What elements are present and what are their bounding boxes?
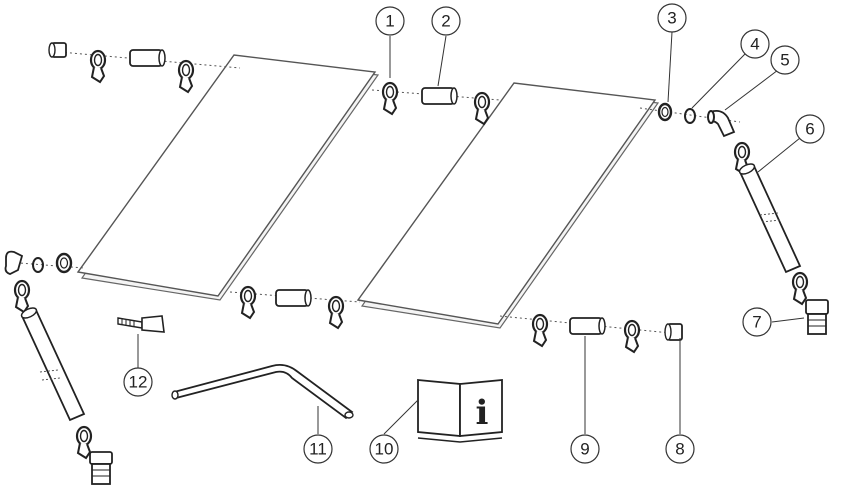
gasket-ring-icon [32, 257, 44, 273]
nut-icon [55, 252, 73, 274]
callout-11: 11 [303, 434, 333, 464]
hose-clamp-icon [531, 313, 549, 348]
hex-key-icon [171, 363, 354, 420]
gasket-ring-icon [684, 108, 696, 124]
elbow-fitting-icon [4, 250, 24, 275]
connector-tube-icon [275, 289, 312, 307]
callout-7-label: 7 [752, 313, 761, 332]
hose-clamp-icon [473, 91, 491, 126]
hose-clamp-icon [239, 285, 257, 320]
hose-clamp-icon [89, 49, 107, 84]
callout-5-label: 5 [780, 51, 789, 70]
hose-clamp-icon [381, 81, 399, 116]
callout-1: 1 [375, 6, 405, 36]
solar-panel-right [356, 82, 660, 329]
hose-clamp-icon [75, 425, 93, 460]
hose-clamp-icon [327, 295, 345, 330]
nut-icon [657, 102, 673, 122]
callout-5: 5 [770, 45, 800, 75]
callout-4: 4 [740, 29, 770, 59]
callout-6: 6 [795, 114, 825, 144]
top-right-fittings [657, 102, 736, 138]
callout-11-label: 11 [309, 440, 327, 459]
manual-book-icon: i [417, 379, 503, 443]
bottom-middle-connector-set [239, 285, 345, 330]
top-left-connector-set [48, 42, 195, 94]
callout-7: 7 [742, 307, 772, 337]
callout-6-label: 6 [805, 120, 814, 139]
callout-8-label: 8 [675, 440, 684, 459]
connector-tube-icon [569, 317, 606, 335]
callout-12-label: 12 [129, 373, 148, 392]
callout-2: 2 [431, 6, 461, 36]
callouts: 1 2 3 4 5 6 7 8 [123, 3, 825, 464]
hose-clamp-icon [623, 319, 641, 354]
bottom-right-connector-set [531, 313, 683, 354]
left-pipe-assembly [4, 250, 113, 485]
hose-clamp-icon [13, 279, 31, 314]
callout-10: 10 [369, 434, 399, 464]
callout-8: 8 [665, 434, 695, 464]
hose-clamp-icon [177, 59, 195, 94]
connector-tube-icon [421, 87, 458, 105]
end-cap-icon [664, 323, 683, 341]
callout-3-label: 3 [667, 9, 676, 28]
leader-lines [137, 31, 805, 435]
callout-9-label: 9 [580, 440, 589, 459]
vertical-pipe-icon [20, 307, 86, 422]
connector-tube-icon [129, 49, 166, 67]
callout-12: 12 [123, 367, 153, 397]
end-cap-icon [48, 42, 67, 58]
solar-panel-left [76, 54, 380, 301]
callout-2-label: 2 [441, 12, 450, 31]
callout-4-label: 4 [750, 35, 759, 54]
hose-clamp-icon [791, 271, 809, 306]
top-middle-connector-set [381, 81, 491, 126]
callout-3: 3 [657, 3, 687, 33]
vertical-pipe-icon [738, 163, 802, 274]
threaded-adapter-icon [805, 299, 829, 335]
elbow-fitting-icon [707, 109, 736, 138]
callout-9: 9 [570, 434, 600, 464]
manual-info-glyph: i [476, 393, 489, 433]
callout-1-label: 1 [385, 12, 394, 31]
threaded-adapter-icon [89, 451, 113, 485]
callout-10-label: 10 [375, 440, 394, 459]
screw-icon [117, 315, 165, 333]
right-pipe-assembly [733, 141, 829, 335]
